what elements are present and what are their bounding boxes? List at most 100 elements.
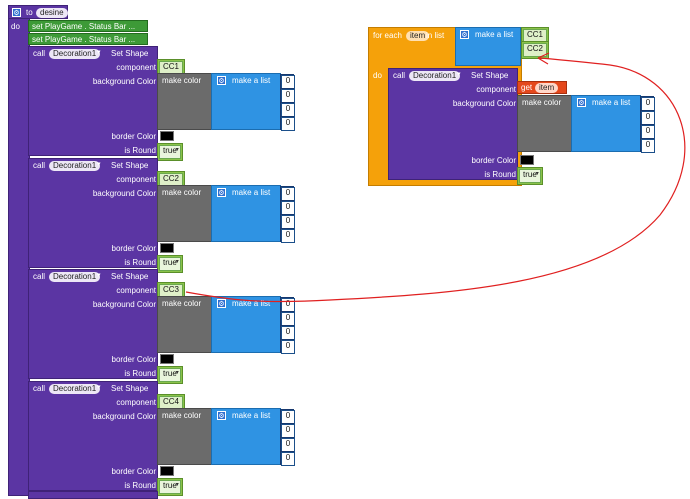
make-a-list-block[interactable]: ⚙ make a list (211, 296, 281, 353)
number-value[interactable]: 0 (281, 200, 295, 215)
set-status-bar-block-2[interactable]: set PlayGame . Status Bar ... (28, 33, 148, 45)
gear-icon[interactable]: ⚙ (217, 410, 226, 420)
procedure-name[interactable]: desine (36, 8, 68, 18)
loop-variable[interactable]: item (406, 31, 430, 41)
boolean-block[interactable]: true▾ (157, 254, 183, 273)
number-block[interactable]: 0 (280, 311, 295, 326)
number-block[interactable]: 0 (640, 138, 655, 153)
number-block[interactable]: 0 (640, 110, 655, 125)
text-block[interactable]: CC2 (157, 170, 186, 189)
make-a-list-block[interactable]: ⚙make a list (211, 73, 281, 130)
border-color-label: border Color (111, 243, 156, 253)
number-block[interactable]: 0 (280, 199, 295, 215)
number-value[interactable]: 0 (281, 409, 295, 424)
variable-name[interactable]: item (535, 83, 559, 93)
boolean-block[interactable]: true▾ (157, 366, 183, 384)
number-value[interactable]: 0 (281, 437, 295, 452)
make-a-list-block[interactable]: ⚙ make a list (455, 27, 521, 66)
component-dropdown[interactable]: Decoration1 (49, 160, 101, 171)
number-value[interactable]: 0 (641, 97, 655, 111)
number-value[interactable]: 0 (281, 423, 295, 438)
gear-icon[interactable]: ⚙ (577, 98, 586, 107)
boolean-value[interactable]: true (159, 256, 181, 271)
make-color-block[interactable]: make color (157, 184, 212, 242)
boolean-value[interactable]: true (159, 479, 181, 494)
component-dropdown[interactable]: Decoration1 (49, 49, 101, 59)
make-a-list-label: make a list (232, 299, 271, 308)
number-value[interactable]: 0 (281, 326, 295, 340)
number-value[interactable]: 0 (281, 228, 295, 243)
text-block[interactable]: CC2 (521, 41, 550, 59)
number-block[interactable]: 0 (280, 422, 295, 438)
number-block[interactable]: 0 (280, 450, 295, 466)
number-value[interactable]: 0 (641, 125, 655, 139)
number-value[interactable]: 0 (281, 89, 295, 103)
number-block[interactable]: 0 (280, 116, 295, 131)
text-block[interactable]: CC4 (157, 393, 186, 412)
make-color-block[interactable]: make color (157, 73, 212, 130)
number-block[interactable]: 0 (280, 297, 295, 312)
boolean-value[interactable]: true (159, 368, 181, 382)
gear-icon[interactable]: ⚙ (217, 76, 226, 85)
number-value[interactable]: 0 (281, 312, 295, 326)
number-value[interactable]: 0 (281, 117, 295, 131)
border-color-swatch[interactable] (520, 155, 534, 165)
number-block[interactable]: 0 (280, 436, 295, 452)
number-value[interactable]: 0 (281, 103, 295, 117)
number-block[interactable]: 0 (280, 227, 295, 243)
make-a-list-block[interactable]: ⚙make a list (211, 184, 281, 242)
gear-icon[interactable]: ⚙ (217, 187, 226, 197)
number-block[interactable]: 0 (280, 408, 295, 424)
number-block[interactable]: 0 (280, 213, 295, 229)
make-color-block[interactable]: make color (517, 95, 572, 152)
text-block[interactable]: CC1 (521, 27, 550, 45)
boolean-block[interactable]: true▾ (157, 477, 183, 496)
number-block[interactable]: 0 (280, 339, 295, 354)
component-dropdown[interactable]: Decoration1 (409, 71, 461, 81)
gear-icon[interactable]: ⚙ (460, 30, 469, 39)
number-block[interactable]: 0 (280, 88, 295, 103)
border-color-swatch[interactable] (160, 131, 174, 141)
number-value[interactable]: 0 (641, 139, 655, 153)
number-block[interactable]: 0 (280, 102, 295, 117)
text-value[interactable]: CC2 (159, 172, 184, 187)
number-value[interactable]: 0 (281, 340, 295, 354)
border-color-swatch[interactable] (160, 242, 174, 253)
call-label: call (33, 160, 46, 170)
boolean-value[interactable]: true (159, 145, 181, 159)
number-block[interactable]: 0 (280, 325, 295, 340)
component-dropdown[interactable]: Decoration1 (49, 383, 101, 394)
border-color-swatch[interactable] (160, 465, 174, 476)
border-color-swatch[interactable] (160, 354, 174, 364)
make-color-block[interactable]: make color (157, 407, 212, 465)
number-block[interactable]: 0 (280, 74, 295, 89)
procedure-header[interactable]: ⚙ to desine (8, 5, 68, 19)
boolean-block[interactable]: true▾ (157, 143, 183, 161)
number-value[interactable]: 0 (281, 298, 295, 312)
make-color-block[interactable]: make color (157, 296, 212, 353)
number-value[interactable]: 0 (281, 451, 295, 466)
number-value[interactable]: 0 (281, 214, 295, 229)
number-value[interactable]: 0 (281, 186, 295, 201)
gear-icon[interactable]: ⚙ (217, 299, 226, 308)
procedure-block[interactable] (8, 5, 30, 496)
make-a-list-block[interactable]: ⚙make a list (571, 95, 641, 152)
number-block[interactable]: 0 (640, 124, 655, 139)
number-block[interactable]: 0 (280, 185, 295, 201)
number-value[interactable]: 0 (281, 75, 295, 89)
component-dropdown[interactable]: Decoration1 (49, 272, 101, 282)
make-a-list-block[interactable]: ⚙make a list (211, 407, 281, 465)
number-value[interactable]: 0 (641, 111, 655, 125)
boolean-block[interactable]: true▾ (517, 167, 543, 185)
set-status-bar-block-1[interactable]: set PlayGame . Status Bar ... (28, 20, 148, 32)
number-block[interactable]: 0 (640, 96, 655, 111)
decoration-set-shape-block[interactable] (28, 491, 158, 499)
gear-icon[interactable]: ⚙ (12, 8, 21, 17)
text-value[interactable]: CC2 (523, 43, 548, 57)
